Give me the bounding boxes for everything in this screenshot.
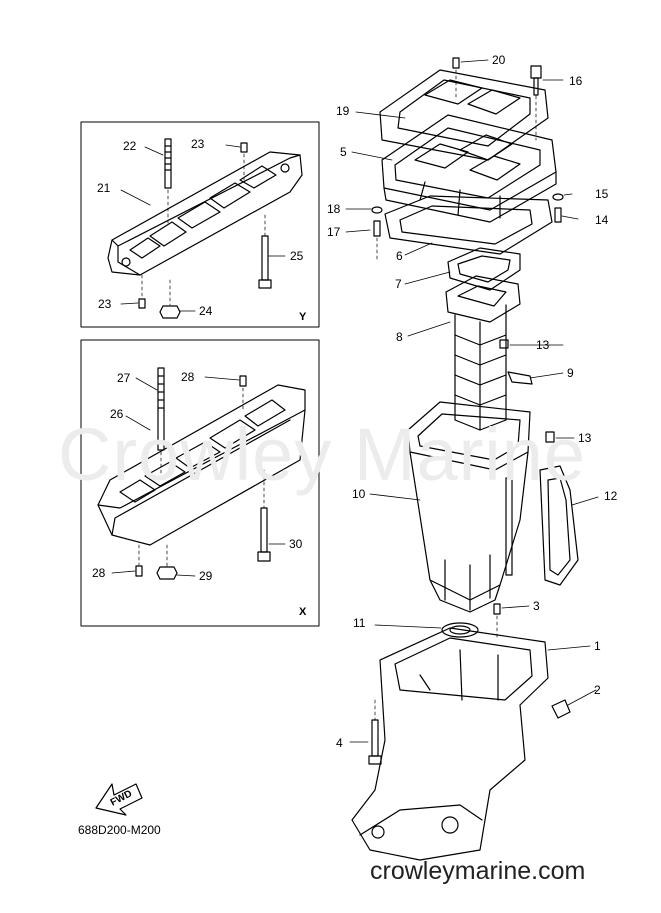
part-17-bolt [373,220,381,237]
callout-7[interactable]: 7 [395,277,402,291]
callout-9[interactable]: 9 [567,366,574,380]
callout-3[interactable]: 3 [533,599,540,613]
inset-x-dashes [138,387,265,567]
callout-2[interactable]: 2 [594,683,601,697]
callout-19[interactable]: 19 [336,104,350,118]
part-10-oil-pan [407,401,531,613]
part-19-gasket-top [379,69,549,161]
callout-30[interactable]: 30 [289,537,303,551]
inset-y-dashes [141,153,266,306]
callout-8[interactable]: 8 [396,330,403,344]
part-23-dowel-bottom [138,298,146,309]
part-1-upper-casing [351,627,549,861]
callout-26[interactable]: 26 [110,407,124,421]
inset-x-label: X [299,606,307,618]
callout-13-upper[interactable]: 13 [536,338,550,352]
inset-y-leaders [120,144,286,312]
callout-14[interactable]: 14 [595,213,609,227]
callout-4[interactable]: 4 [336,736,343,750]
callout-27[interactable]: 27 [117,371,131,385]
part-28-dowel-top [239,375,247,387]
inset-x-leaders [111,376,286,577]
callout-6[interactable]: 6 [396,249,403,263]
watermark: Crowley Marine [58,413,587,496]
callout-18[interactable]: 18 [327,202,341,216]
part-30-bolt [257,507,271,562]
main-leaders [345,59,599,743]
callout-12[interactable]: 12 [604,489,618,503]
diagram-code: 688D200-M200 [78,823,161,837]
main-dashes [374,69,537,721]
part-22-stud [164,138,172,189]
part-21-plate [107,151,303,276]
callout-20[interactable]: 20 [492,53,506,67]
callout-28-top[interactable]: 28 [181,370,195,384]
part-3-dowel [493,603,501,615]
callout-10[interactable]: 10 [352,487,366,501]
callout-11[interactable]: 11 [353,616,366,630]
callout-15[interactable]: 15 [595,187,609,201]
callout-23-bottom[interactable]: 23 [98,297,112,311]
part-20-dowel [452,57,460,69]
inset-y-frame [80,121,320,328]
part-7-gasket [447,247,521,291]
callout-28-bottom[interactable]: 28 [92,566,106,580]
inset-y-label: Y [299,311,307,323]
part-2-cap [551,699,571,719]
part-8-exhaust-guide [445,275,521,431]
callout-16[interactable]: 16 [569,74,583,88]
part-11-seal [441,622,479,638]
callout-25[interactable]: 25 [290,249,304,263]
callout-13-lower[interactable]: 13 [578,431,592,445]
part-16-bolt [530,65,542,96]
part-24-nut [159,305,181,319]
part-9-clip [507,371,533,385]
inset-x-frame [80,339,320,627]
callout-17[interactable]: 17 [327,225,341,239]
part-13-bolt-lower [545,431,555,443]
part-14-bolt [554,207,562,223]
part-26-plate [97,384,306,546]
part-25-bolt [258,235,272,289]
part-12b-strip [505,477,513,576]
website-label[interactable]: crowleymarine.com [370,857,586,885]
part-6-gasket [384,195,553,255]
part-29-nut [156,566,178,580]
part-12-gasket [539,465,579,586]
part-4-bolt [368,719,382,765]
callout-24[interactable]: 24 [199,304,213,318]
callout-29[interactable]: 29 [199,569,213,583]
part-28-dowel-bottom [135,565,143,577]
callout-21[interactable]: 21 [97,181,111,195]
callout-5[interactable]: 5 [340,145,347,159]
callout-22[interactable]: 22 [123,139,137,153]
part-18-washer [371,206,383,214]
callout-23-top[interactable]: 23 [191,137,205,151]
part-13-bolt-upper [499,339,509,349]
part-23-dowel-top [240,142,248,153]
part-15-washer [552,193,564,201]
part-5-mount-plate [381,114,557,223]
fwd-arrow-icon [95,783,143,816]
part-27-stud [157,367,165,451]
callout-1[interactable]: 1 [594,639,601,653]
